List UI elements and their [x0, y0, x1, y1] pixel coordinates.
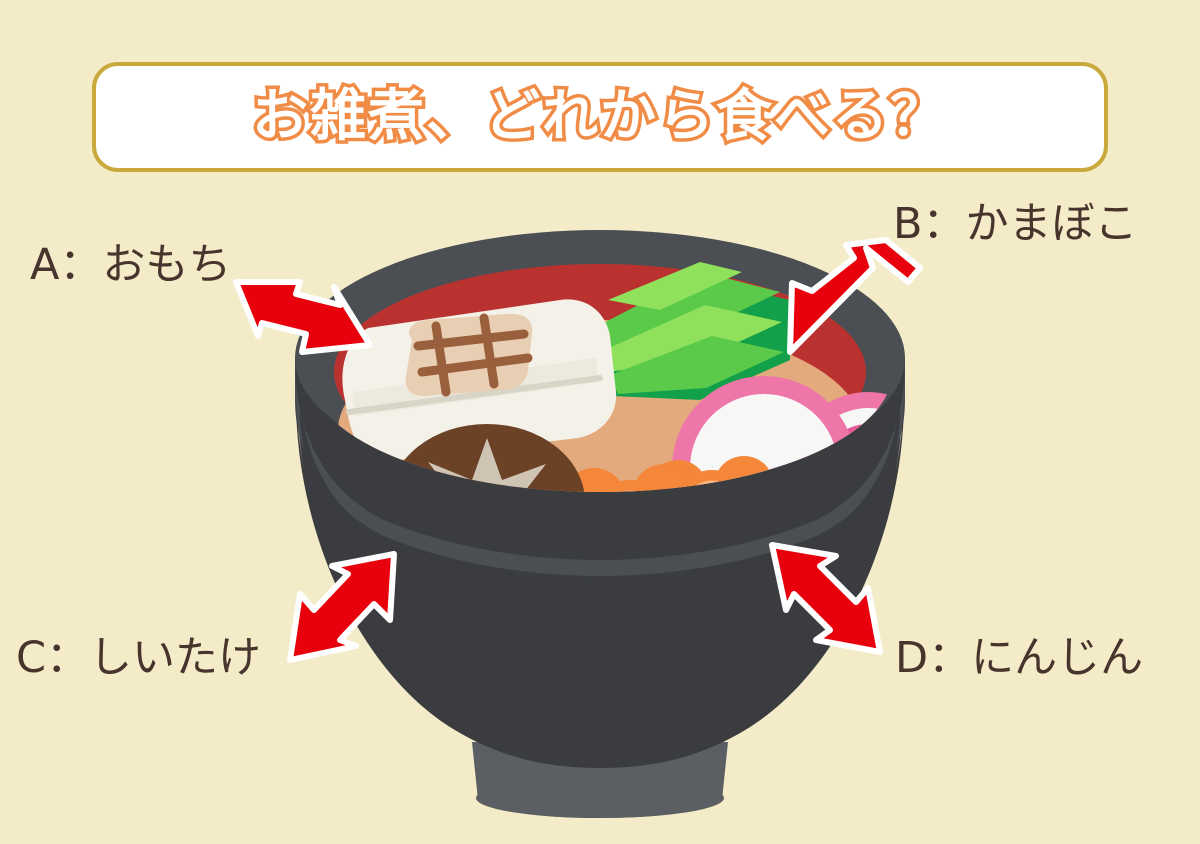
- page-title: お雑煮、どれから食べる？: [249, 84, 950, 149]
- option-label-a: A：おもち: [30, 240, 232, 290]
- bowl-front-lip: [295, 360, 905, 768]
- mochi: [342, 299, 617, 463]
- option-label-c: C：しいたけ: [16, 633, 262, 683]
- arrow-b-to-kamaboko: [787, 237, 923, 355]
- arrow-d-to-ninjin: [769, 542, 883, 655]
- title-banner: お雑煮、どれから食べる？: [92, 62, 1108, 172]
- option-label-b: B：かまぼこ: [893, 199, 1138, 249]
- arrow-a-to-mochi: [233, 279, 373, 355]
- option-label-d: D：にんじん: [895, 633, 1144, 683]
- greens-vegetable: [580, 262, 790, 400]
- arrow-c-to-shiitake: [287, 551, 397, 663]
- shiitake-mushroom: [389, 424, 585, 492]
